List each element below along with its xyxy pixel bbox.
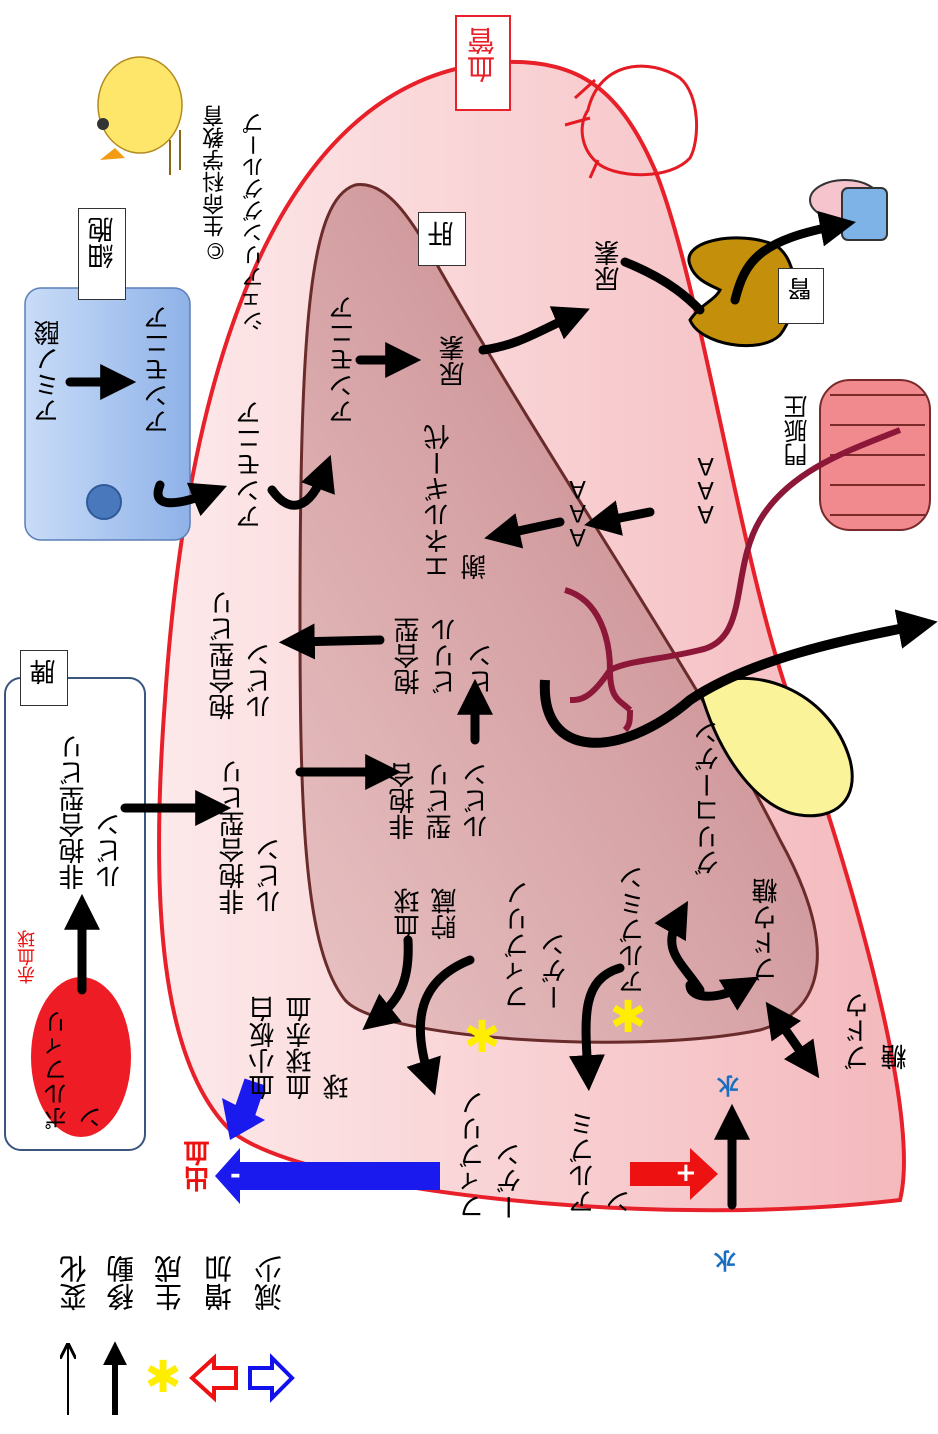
legend-increase: 増加 — [203, 1255, 236, 1311]
legend-generate: 生成 — [153, 1255, 186, 1311]
decrease-arrows — [215, 1078, 440, 1204]
legend-change: 変化 — [58, 1255, 91, 1311]
vessel-label: 血管 — [455, 15, 511, 111]
liver-glycogen: グリコーゲン — [694, 720, 724, 876]
legend-symbols: ✱ — [68, 1341, 295, 1415]
flow-arrows — [64, 210, 856, 1210]
copyright-group-text: シェアリンググループ — [243, 112, 268, 332]
liver-label: 肝 — [418, 212, 466, 266]
liver-fibrinogen: フィブリノーゲン — [504, 880, 571, 1010]
gallbladder-shape — [698, 676, 854, 818]
cell-amino-acid: アミノ酸 — [34, 320, 64, 424]
legend-move: 移動 — [105, 1255, 138, 1311]
blood-urea: 尿素 — [594, 240, 624, 292]
liver-conj-bilirubin: 抱合型ビリルビン — [394, 617, 498, 695]
blood-unconj-bilirubin: 非抱合型ビリルビン — [219, 759, 286, 915]
kidney-label: 腎 — [778, 268, 824, 324]
liver-albumin: アルブミン — [619, 865, 649, 995]
heart-shape — [580, 64, 699, 177]
spleen-unconj-bilirubin: 非抱合型ビリルビン — [59, 734, 126, 890]
blood-ammonia: アンモニア — [236, 400, 266, 530]
liver-energy-metabolism: エネルギー代謝 — [424, 424, 491, 580]
legend-decrease: 減少 — [253, 1255, 286, 1311]
portal-pressure-label: 門脈圧 — [784, 395, 812, 467]
liver-ammonia: アンモニア — [329, 295, 359, 425]
liver-urea: 尿素 — [439, 335, 469, 387]
blood-albumin: アルブミン — [569, 1111, 636, 1215]
liver-unconj-bilirubin: 非抱合型ビリルビン — [389, 762, 493, 840]
spleen-label: 脾 — [20, 650, 68, 706]
liver-glucose: ブドウ糖 — [752, 878, 782, 982]
blood-water: 水 — [718, 1075, 743, 1097]
plus-sign: + — [675, 1158, 697, 1188]
red-blood-cell-shape — [31, 977, 131, 1137]
blood-glucose: ブドウ糖 — [844, 992, 911, 1070]
blood-conj-bilirubin: 抱合型ビリルビン — [209, 590, 276, 720]
intestine-shape — [819, 379, 931, 531]
liver-region — [298, 183, 819, 1044]
nucleus — [86, 484, 122, 520]
portal-vein — [608, 427, 902, 673]
bleeding-label: 出血 — [184, 1140, 214, 1192]
copyright-text: ©生命科学教育 — [203, 105, 228, 262]
svg-text:✱: ✱ — [145, 1352, 182, 1403]
increase-arrow — [630, 1148, 718, 1200]
spleen-porphyrin: ポルフィリン — [44, 1010, 107, 1130]
blood-cells: 血小板白血球赤血球 — [249, 996, 353, 1100]
cell-ammonia: アンモニア — [144, 305, 174, 435]
red-blood-cell-label: 赤血球 — [17, 930, 38, 984]
water-outside: 水 — [715, 1250, 740, 1272]
blood-aaa: ＡＡＡ — [694, 455, 722, 527]
blood-fibrinogen: フィブリノーゲン — [459, 1090, 526, 1220]
liver-aaa: ＡＡＡ — [566, 478, 594, 550]
bile-duct — [539, 609, 938, 748]
cell-label: 細胞 — [78, 208, 126, 300]
asterisk-albumin: ✱ — [610, 992, 647, 1043]
minus-sign: - — [230, 1160, 241, 1190]
chick-drawing — [97, 56, 183, 175]
liver-blood-storage: 血球貯蔵 — [394, 888, 461, 940]
asterisk-fibrinogen: ✱ — [464, 1012, 501, 1063]
